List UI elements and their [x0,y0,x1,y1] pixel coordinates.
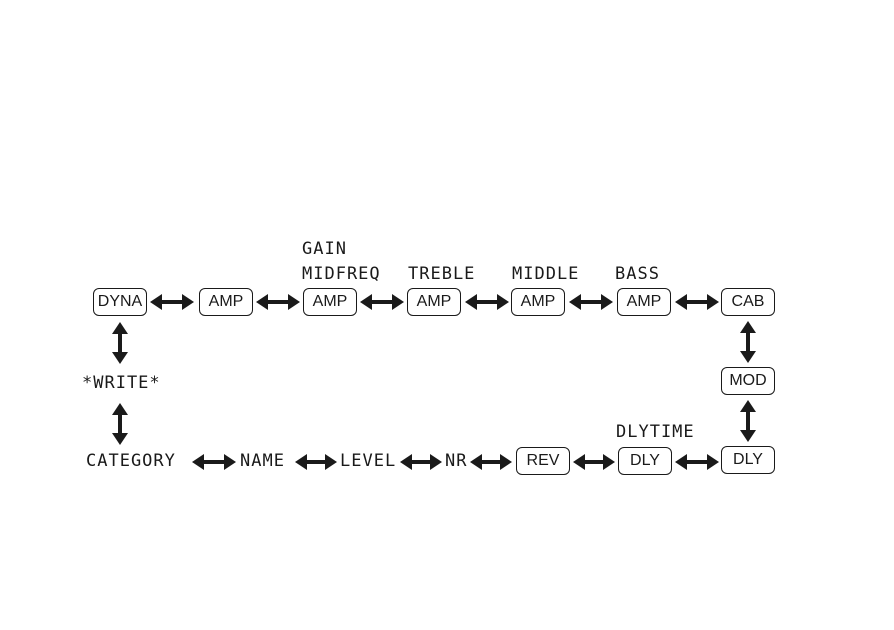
node-amp-4: AMP [511,288,565,316]
double-arrow-icon [675,294,719,310]
double-arrow-icon [360,294,404,310]
node-dyna: DYNA [93,288,147,316]
double-arrow-icon [569,294,613,310]
double-arrow-icon [150,294,194,310]
label-name: NAME [240,451,285,471]
label-treble: TREBLE [408,264,475,284]
node-amp-5: AMP [617,288,671,316]
label-dlytime: DLYTIME [616,422,695,442]
double-arrow-icon [470,454,512,470]
vertical-double-arrow-icon [112,322,128,364]
double-arrow-icon [295,454,337,470]
vertical-double-arrow-icon [740,400,756,442]
double-arrow-icon [256,294,300,310]
label-bass: BASS [615,264,660,284]
node-amp-2: AMP [303,288,357,316]
double-arrow-icon [573,454,615,470]
label-category: CATEGORY [86,451,176,471]
double-arrow-icon [400,454,442,470]
node-dly-right: DLY [721,446,775,474]
node-cab: CAB [721,288,775,316]
node-amp-3: AMP [407,288,461,316]
double-arrow-icon [675,454,719,470]
vertical-double-arrow-icon [112,403,128,445]
label-midfreq: MIDFREQ [302,264,381,284]
node-dly: DLY [618,447,672,475]
vertical-double-arrow-icon [740,321,756,363]
label-gain: GAIN [302,239,347,259]
double-arrow-icon [465,294,509,310]
node-mod: MOD [721,367,775,395]
label-middle: MIDDLE [512,264,579,284]
label-nr: NR [445,451,467,471]
label-level: LEVEL [340,451,396,471]
node-amp-1: AMP [199,288,253,316]
label-write: *WRITE* [82,373,161,393]
node-rev: REV [516,447,570,475]
double-arrow-icon [192,454,236,470]
